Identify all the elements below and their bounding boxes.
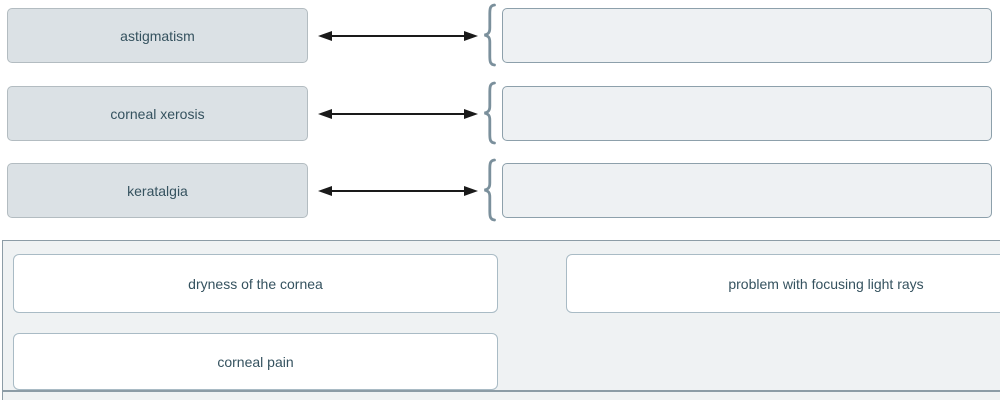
double-arrow-icon xyxy=(318,109,478,119)
answer-card[interactable]: problem with focusing light rays xyxy=(566,254,1000,313)
left-brace-icon xyxy=(484,3,496,67)
horizontal-scrollbar[interactable] xyxy=(3,390,1000,392)
term-label: keratalgia xyxy=(127,182,188,199)
answer-card[interactable]: corneal pain xyxy=(13,333,498,390)
match-row: corneal xerosis xyxy=(0,81,1000,145)
answer-card[interactable]: dryness of the cornea xyxy=(13,254,498,313)
answer-card-label: problem with focusing light rays xyxy=(728,275,924,292)
left-brace-icon xyxy=(484,81,496,145)
double-arrow-icon xyxy=(318,186,478,196)
match-row: astigmatism xyxy=(0,3,1000,67)
term-box: keratalgia xyxy=(7,163,308,218)
term-box: astigmatism xyxy=(7,8,308,63)
double-arrow-icon xyxy=(318,31,478,41)
answer-bank-panel: dryness of the cornea problem with focus… xyxy=(2,240,1000,400)
drop-zone[interactable] xyxy=(502,86,992,141)
term-box: corneal xerosis xyxy=(7,86,308,141)
term-label: astigmatism xyxy=(120,27,195,44)
left-brace-icon xyxy=(484,158,496,222)
drop-zone[interactable] xyxy=(502,163,992,218)
match-row: keratalgia xyxy=(0,158,1000,222)
answer-card-label: corneal pain xyxy=(217,353,294,370)
drop-zone[interactable] xyxy=(502,8,992,63)
answer-card-label: dryness of the cornea xyxy=(188,275,323,292)
term-label: corneal xerosis xyxy=(110,105,205,122)
